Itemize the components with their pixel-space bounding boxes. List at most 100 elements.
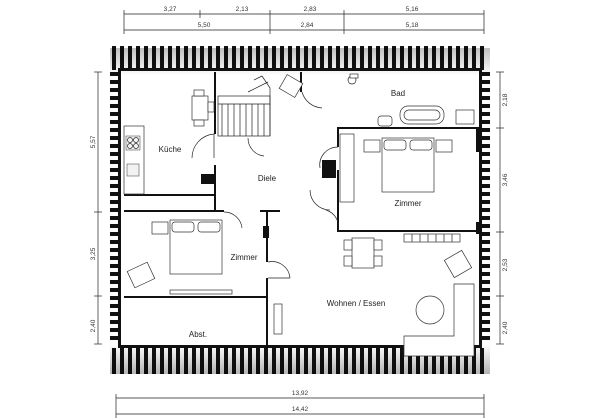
- roof-hatch-bar: [482, 280, 490, 284]
- roof-hatch-bar: [482, 200, 490, 204]
- roof-hatch-bar: [482, 192, 490, 196]
- roof-hatch-bar: [110, 88, 118, 92]
- roof-hatch-bar: [482, 264, 490, 268]
- bottom-dimension-chain: 13,92 14,42: [115, 390, 485, 418]
- dim-left-1: 5,57: [90, 135, 97, 148]
- roof-hatch-bar: [482, 240, 490, 244]
- roof-hatch-bar: [110, 96, 118, 100]
- roof-hatch-bar: [482, 288, 490, 292]
- room-label-zimmer-2: Zimmer: [394, 199, 421, 208]
- kitchen-counter: [123, 125, 145, 195]
- dim-right-2: 3,46: [502, 173, 509, 186]
- roof-hatch-bar: [482, 136, 490, 140]
- roof-hatch-bar: [482, 176, 490, 180]
- roof-hatch-bar: [110, 296, 118, 300]
- roof-hatch-bar: [110, 176, 118, 180]
- roof-hatch-bar: [482, 216, 490, 220]
- room-label-zimmer-1: Zimmer: [230, 253, 257, 262]
- dim-top-6: 2,84: [301, 22, 314, 29]
- roof-hatch-bar: [110, 328, 118, 332]
- roof-hatch-bar: [110, 224, 118, 228]
- room-label-abst: Abst.: [189, 330, 207, 339]
- roof-hatch-bar: [110, 208, 118, 212]
- bedroom-2-furniture: [339, 133, 453, 203]
- top-dimension-chain: 3,27 2,13 2,83 5,16 5,50 2,84 5,18: [123, 6, 485, 34]
- roof-hatch-bar: [110, 112, 118, 116]
- dim-top-3: 2,83: [304, 6, 317, 13]
- room-label-wohnen: Wohnen / Essen: [327, 299, 386, 308]
- shelf: [403, 233, 461, 243]
- roof-hatch-bar: [482, 104, 490, 108]
- dim-right-3: 2,53: [502, 258, 509, 271]
- dim-right-1: 2,18: [502, 93, 509, 106]
- room-label-kueche: Küche: [159, 145, 182, 154]
- roof-hatch-bar: [482, 152, 490, 156]
- roof-hatch-bar: [110, 264, 118, 268]
- dim-top-4: 5,16: [406, 6, 419, 13]
- roof-hatch-bar: [482, 232, 490, 236]
- roof-hatch-bar: [482, 128, 490, 132]
- bedroom-1-furniture: [126, 219, 233, 295]
- roof-hatch-bar: [110, 160, 118, 164]
- roof-hatch-bar: [482, 296, 490, 300]
- roof-hatch-bar: [110, 288, 118, 292]
- roof-hatch-bar: [482, 88, 490, 92]
- dim-top-7: 5,18: [406, 22, 419, 29]
- roof-hatch-bar: [110, 304, 118, 308]
- dim-left-2: 3,25: [90, 247, 97, 260]
- roof-hatch-bar: [482, 144, 490, 148]
- roof-hatch-bar: [110, 136, 118, 140]
- roof-hatch-bar: [482, 328, 490, 332]
- room-label-bad: Bad: [391, 89, 405, 98]
- dim-top-1: 3,27: [164, 6, 177, 13]
- roof-hatch-bar: [482, 160, 490, 164]
- doors: [191, 91, 339, 279]
- roof-hatch-bar: [110, 272, 118, 276]
- roof-hatch-bar: [110, 240, 118, 244]
- roof-hatch-bar: [110, 232, 118, 236]
- roof-hatch-bar: [110, 104, 118, 108]
- roof-hatch-bar: [110, 312, 118, 316]
- outer-walls: [118, 68, 482, 348]
- staircase: [217, 75, 271, 137]
- roof-hatch-bar: [110, 192, 118, 196]
- right-dimension-chain: 2,18 3,46 2,53 2,40: [496, 71, 509, 345]
- kitchen-table: [191, 89, 215, 127]
- room-label-diele: Diele: [258, 174, 277, 183]
- roof-hatch-bar: [110, 248, 118, 252]
- roof-hatch-bar: [110, 200, 118, 204]
- dim-top-2: 2,13: [236, 6, 249, 13]
- roof-hatch-bar: [482, 224, 490, 228]
- dim-right-4: 2,40: [502, 321, 509, 334]
- roof-hatch-bar: [482, 304, 490, 308]
- dim-top-5: 5,50: [198, 22, 211, 29]
- room-labels: Küche Bad Diele Zimmer Zimmer Wohnen / E…: [159, 89, 422, 339]
- roof-hatch-bar: [110, 320, 118, 324]
- roof-hatch-bar: [110, 216, 118, 220]
- roof-hatch-bar: [482, 112, 490, 116]
- roof-hatch-bar: [110, 152, 118, 156]
- dim-bottom-1: 13,92: [292, 390, 309, 397]
- roof-hatch-bar: [110, 256, 118, 260]
- roof-hatch-bar: [110, 144, 118, 148]
- dim-left-3: 2,40: [90, 319, 97, 332]
- dining-table: [343, 237, 383, 269]
- roof-hatch-bar: [482, 184, 490, 188]
- roof-hatch-bar: [482, 272, 490, 276]
- bathroom-fittings: [347, 73, 475, 127]
- roof-hatch-bar: [482, 208, 490, 212]
- roof-hatch-bar: [110, 168, 118, 172]
- roof-hatch-bar: [482, 168, 490, 172]
- roof-hatch-bar: [482, 320, 490, 324]
- roof-hatch-bar: [110, 128, 118, 132]
- roof-hatch-bar: [482, 80, 490, 84]
- roof-hatch-bar: [110, 280, 118, 284]
- roof-hatch-bar: [482, 96, 490, 100]
- roof-hatch-bar: [110, 336, 118, 340]
- roof-hatch-bar: [482, 312, 490, 316]
- living-furniture: [273, 74, 475, 357]
- roof-hatch-bar: [482, 248, 490, 252]
- roof-hatch-bar: [482, 120, 490, 124]
- roof-hatch-bar: [110, 120, 118, 124]
